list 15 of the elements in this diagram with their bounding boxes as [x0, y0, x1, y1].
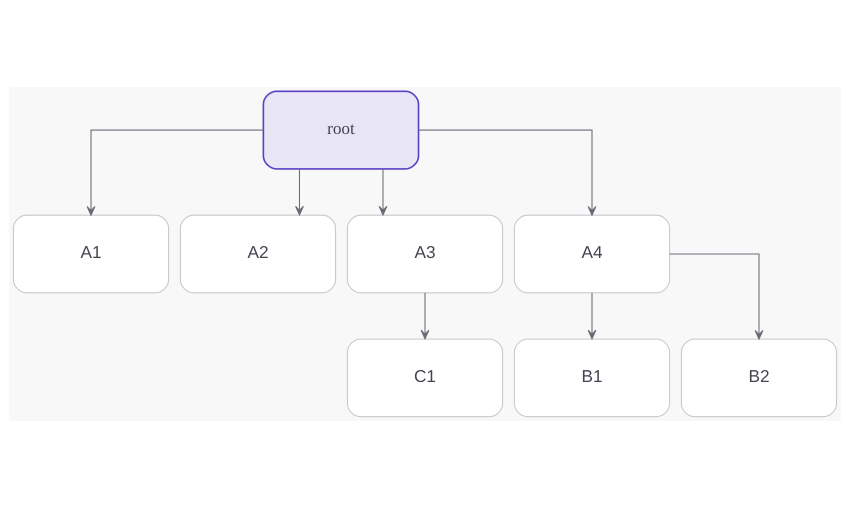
arrow: [418, 130, 596, 216]
node-box: B1: [514, 338, 670, 418]
arrow: [420, 292, 430, 340]
arrow: [378, 168, 388, 216]
node-box: C1: [346, 338, 504, 418]
node-box: A4: [514, 214, 670, 294]
arrow: [588, 292, 596, 340]
node-box: A2: [180, 214, 336, 294]
arrow: [86, 130, 264, 216]
node-box: A1: [12, 214, 170, 294]
node-box: B2: [680, 338, 838, 418]
node-box: A3: [346, 214, 504, 294]
arrow: [670, 253, 764, 340]
arrow: [295, 168, 304, 216]
node-box: root: [262, 90, 420, 170]
